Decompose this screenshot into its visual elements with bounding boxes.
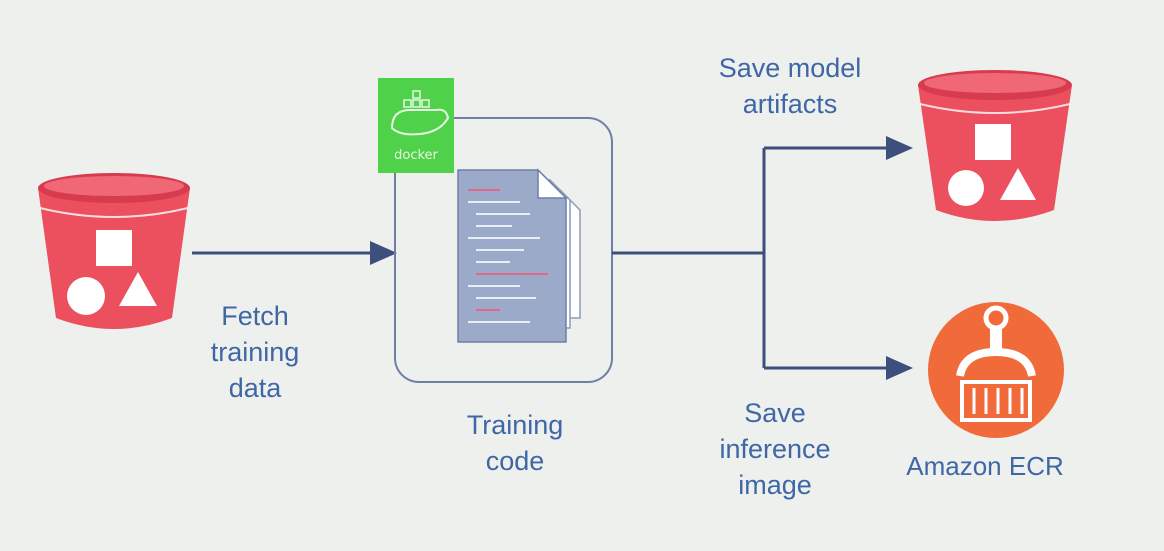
docker-icon xyxy=(378,78,454,173)
output-arrows xyxy=(612,136,913,380)
save-inference-image-label: Save inference image xyxy=(719,398,831,500)
training-container-box xyxy=(394,117,613,383)
docker-logo-text: docker xyxy=(394,148,438,163)
save-model-artifacts-label: Save model artifacts xyxy=(718,53,862,119)
artifacts-s3-bucket-icon xyxy=(918,70,1072,221)
amazon-ecr-icon xyxy=(928,302,1064,438)
fetch-training-data-label: Fetch training data xyxy=(210,301,300,403)
amazon-ecr-label: Amazon ECR xyxy=(906,451,1064,481)
training-code-label: Training code xyxy=(466,410,564,476)
code-files-icon xyxy=(457,168,581,343)
source-s3-bucket-icon xyxy=(38,173,190,329)
